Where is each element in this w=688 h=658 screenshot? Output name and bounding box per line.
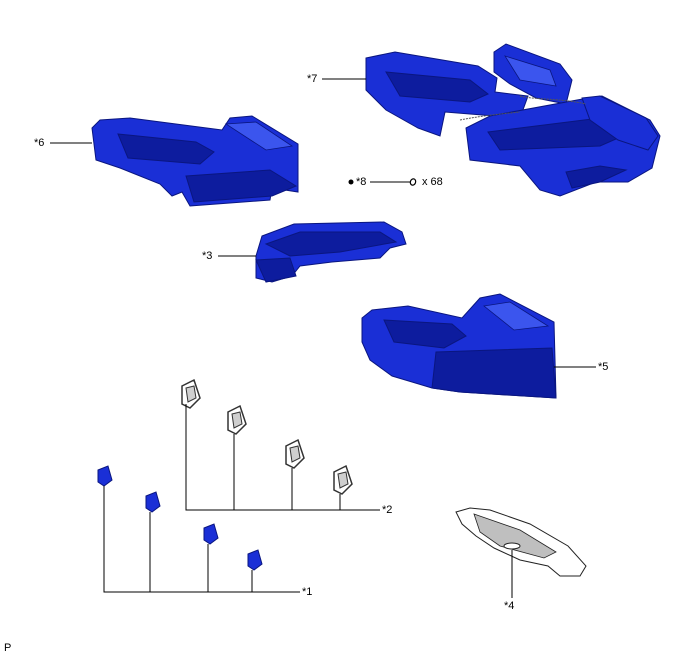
- part-4-plate: [455, 507, 587, 577]
- part-3-pad: [255, 221, 407, 283]
- leader-lines: [50, 78, 596, 598]
- clip-2a: [181, 378, 201, 409]
- callout-3: *3: [202, 250, 213, 262]
- clip-2d: [333, 464, 353, 495]
- clip-2c: [285, 438, 305, 469]
- part-6-seat-cushion: [91, 115, 299, 207]
- part-7-seat-set: [365, 43, 661, 197]
- part-5-seat-cushion: [361, 293, 557, 399]
- part-1-clips: [97, 465, 263, 571]
- callout-1: *1: [302, 586, 313, 598]
- callout-6: *6: [34, 137, 45, 149]
- callout-8: *8: [356, 176, 367, 188]
- clip-2b: [227, 404, 247, 435]
- quantity-label: x 68: [422, 176, 443, 188]
- part-2-clips: [181, 378, 353, 495]
- corner-mark: P: [4, 642, 12, 654]
- callout-4: *4: [504, 600, 515, 612]
- callout-7: *7: [307, 73, 318, 85]
- callout-5: *5: [598, 361, 609, 373]
- clip-glyph-icon: [409, 178, 417, 186]
- bullet-dot-icon: [348, 179, 354, 185]
- callout-2: *2: [382, 504, 393, 516]
